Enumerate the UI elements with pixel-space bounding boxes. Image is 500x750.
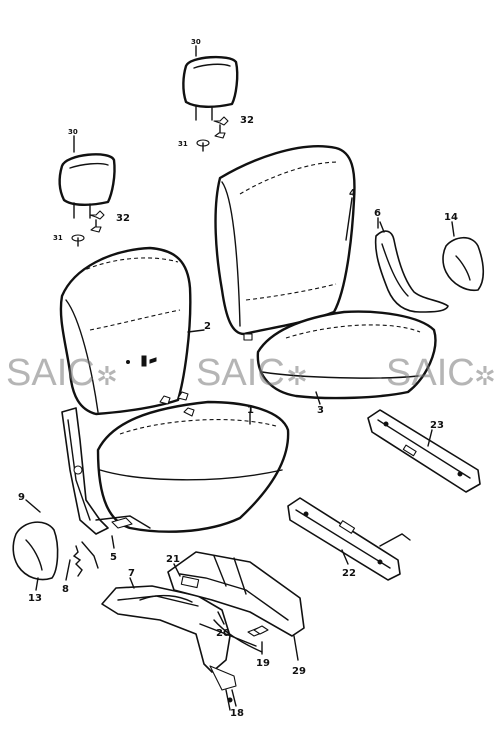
seat-adjuster-frame	[101, 585, 237, 711]
seat-adjuster-mechanism	[167, 551, 305, 647]
callout-29: 29	[292, 666, 306, 677]
callout-30-rear: 30	[191, 38, 201, 46]
callout-labels: 30 32 31 30 32 31 4 6 14 2 3 1 23 22 9 5…	[18, 38, 458, 719]
callout-14: 14	[444, 212, 458, 223]
seat-rail-lower	[287, 497, 411, 581]
recliner-lever-spring	[72, 541, 99, 577]
recliner-front-cover	[12, 521, 59, 581]
callout-32-rear: 32	[240, 115, 254, 126]
seat-adjuster-handle	[213, 619, 269, 653]
callout-23: 23	[430, 420, 444, 431]
star-swirl-icon: ✲	[286, 362, 308, 392]
watermark-text-left: SAIC	[6, 352, 95, 394]
callout-6: 6	[374, 208, 381, 219]
recliner-cover	[442, 236, 485, 292]
callout-leaders	[25, 45, 455, 707]
seat-cushion-rear	[256, 310, 437, 400]
callout-5: 5	[110, 552, 117, 563]
callout-30-front: 30	[68, 128, 78, 136]
recliner-fitting-rear	[374, 221, 449, 313]
callout-20: 20	[216, 628, 230, 639]
watermark-text-right: SAIC	[386, 352, 475, 394]
headrest-front	[58, 153, 116, 219]
recliner-front-frame	[61, 407, 151, 535]
callout-31-rear: 31	[178, 140, 188, 148]
headrest-rear	[182, 55, 239, 121]
seat-back-rear	[214, 144, 356, 341]
callout-21: 21	[166, 554, 180, 565]
seat-back-front	[59, 246, 192, 416]
watermark-text-center: SAIC	[196, 352, 285, 394]
callout-32-front: 32	[116, 213, 130, 224]
star-swirl-icon: ✲	[96, 362, 118, 392]
callout-1: 1	[247, 405, 254, 416]
callout-31-front: 31	[53, 234, 63, 242]
star-swirl-icon: ✲	[474, 362, 496, 392]
callout-4: 4	[349, 188, 356, 199]
headrest-guide-rear	[196, 116, 229, 152]
seat-cushion-front	[96, 391, 290, 533]
callout-19: 19	[256, 658, 270, 669]
callout-7: 7	[128, 568, 135, 579]
callout-3: 3	[317, 405, 324, 416]
headrest-guide-front	[71, 210, 105, 247]
seat-rail-upper	[367, 409, 481, 493]
callout-9: 9	[18, 492, 25, 503]
callout-22: 22	[342, 568, 356, 579]
callout-18: 18	[230, 708, 244, 719]
callout-13: 13	[28, 593, 42, 604]
callout-8: 8	[62, 584, 69, 595]
callout-2: 2	[204, 321, 211, 332]
